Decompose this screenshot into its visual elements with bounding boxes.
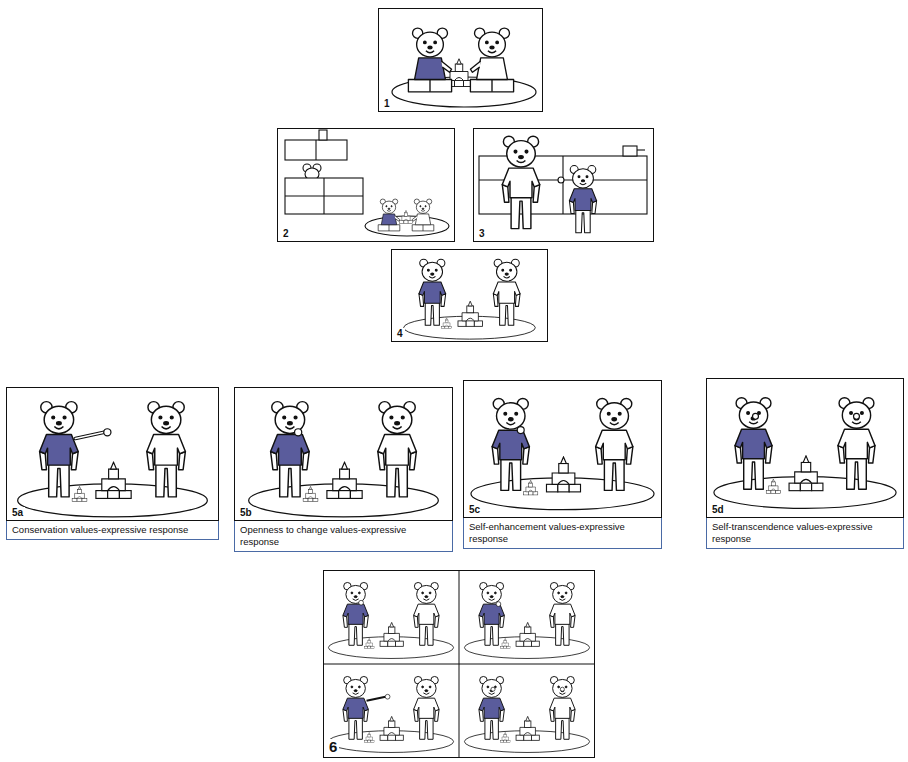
panel-number: 6: [327, 739, 339, 756]
panel-caption: Conservation values-expressive response: [6, 521, 219, 540]
panel-number: 5a: [10, 507, 25, 518]
panel-illustration: [471, 398, 654, 509]
sub-panel-grid: [323, 570, 595, 758]
panel-frame: 5b: [234, 387, 453, 521]
panel-number: 4: [395, 328, 405, 339]
comic-panel: 3: [473, 128, 654, 242]
panel-caption: Openness to change values-expressive res…: [234, 521, 453, 552]
panel-number: 5d: [710, 504, 726, 515]
panel-frame: 4: [391, 249, 548, 342]
comic-panel: 2: [277, 128, 455, 242]
panel-illustration: [249, 402, 439, 517]
comic-panel: 1: [378, 8, 543, 112]
comic-panel: 6: [323, 570, 595, 758]
comic-panel: 5dSelf-transcendence values-expressive r…: [706, 378, 904, 549]
panel-illustration: [392, 28, 536, 107]
panel-number: 3: [477, 228, 487, 239]
panel-caption: Self-enhancement values-expressive respo…: [463, 518, 662, 549]
comic-panel: 5bOpenness to change values-expressive r…: [234, 387, 453, 552]
panel-frame: 5a: [6, 387, 219, 521]
panel-frame: 5d: [706, 378, 904, 518]
panel-number: 5c: [467, 504, 482, 515]
panel-number: 5b: [238, 507, 254, 518]
panel-frame: 2: [277, 128, 455, 242]
panel-frame: 5c: [463, 380, 662, 518]
comic-panel: 5aConservation values-expressive respons…: [6, 387, 219, 540]
comic-panel: 4: [391, 249, 548, 342]
panel-illustration: [404, 259, 536, 339]
panel-number: 2: [281, 228, 291, 239]
panel-frame: 6: [323, 570, 595, 758]
comic-panel: 5cSelf-enhancement values-expressive res…: [463, 380, 662, 549]
panel-frame: 1: [378, 8, 543, 112]
panel-illustration: [479, 136, 647, 233]
panel-frame: 3: [473, 128, 654, 242]
panel-illustration: [18, 402, 208, 517]
panel-number: 1: [382, 98, 392, 109]
panel-caption: Self-transcendence values-expressive res…: [706, 518, 904, 549]
panel-illustration: [714, 398, 896, 509]
panel-illustration: [285, 130, 449, 236]
